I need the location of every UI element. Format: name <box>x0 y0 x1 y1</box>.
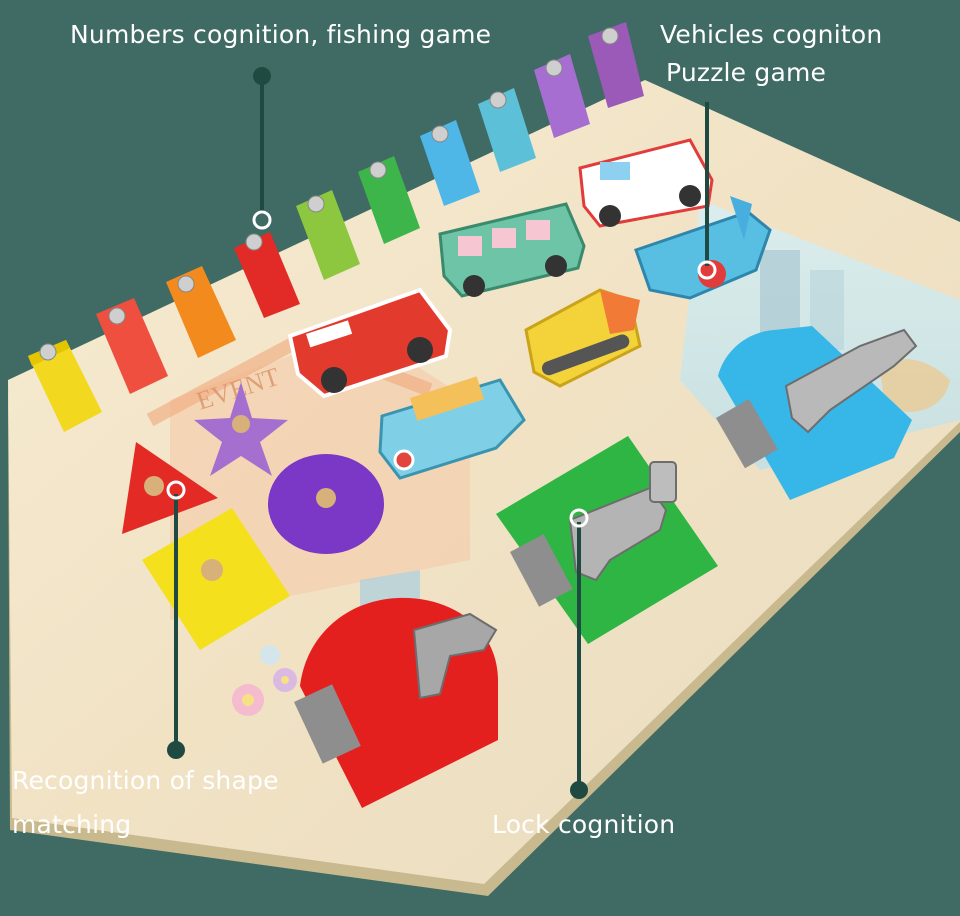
vehicles-marker-ring <box>697 260 717 280</box>
airplane-puzzle[interactable] <box>634 196 772 300</box>
fire-truck-puzzle[interactable] <box>287 287 453 399</box>
square-shape[interactable] <box>142 508 290 650</box>
numbers-marker-dot <box>253 67 271 85</box>
number-peg-lime[interactable] <box>296 190 360 280</box>
lock-marker-dot <box>570 781 588 799</box>
number-peg-red[interactable] <box>234 232 300 318</box>
flower-decoration <box>232 645 297 716</box>
numbers-marker-ring <box>252 210 272 230</box>
number-peg-coral[interactable] <box>96 298 168 394</box>
number-peg-sky[interactable] <box>420 120 480 206</box>
triangle-shape[interactable] <box>122 442 218 534</box>
number-peg-teal[interactable] <box>478 88 536 172</box>
green-door-lock[interactable] <box>496 436 718 644</box>
lock-label: Lock cognition <box>492 810 676 839</box>
number-peg-purple[interactable] <box>588 22 644 108</box>
bus-puzzle[interactable] <box>438 202 586 298</box>
foliage <box>880 359 950 412</box>
city-building <box>760 250 800 340</box>
number-peg-violet[interactable] <box>534 54 590 138</box>
shape-pegs <box>122 382 384 650</box>
blue-door-lock[interactable] <box>716 326 918 500</box>
lock-doors <box>294 326 918 808</box>
shape-label-line2: matching <box>12 810 132 839</box>
ambulance-puzzle[interactable] <box>578 138 714 228</box>
callout-markers <box>166 67 717 799</box>
red-door-lock[interactable] <box>294 597 498 808</box>
number-peg-green[interactable] <box>358 156 420 244</box>
shape-marker-ring <box>166 480 186 500</box>
number-peg-orange[interactable] <box>166 266 236 358</box>
vehicle-puzzles <box>287 138 772 480</box>
shape-marker-dot <box>167 741 185 759</box>
excavator-puzzle[interactable] <box>524 288 642 388</box>
circle-shape[interactable] <box>268 454 384 554</box>
numbers-fishing-label: Numbers cognition, fishing game <box>70 20 492 49</box>
lock-marker-ring <box>569 508 589 528</box>
shape-label-line1: Recognition of shape <box>12 766 279 795</box>
fishing-pegs <box>28 22 644 432</box>
star-shape[interactable] <box>194 382 288 476</box>
boat-puzzle[interactable] <box>378 376 526 480</box>
number-peg-yellow[interactable] <box>28 340 102 432</box>
callout-leaders <box>174 78 709 786</box>
vehicles-label-line1: Vehicles cogniton <box>660 20 883 49</box>
vehicles-label-line2: Puzzle game <box>666 58 827 87</box>
